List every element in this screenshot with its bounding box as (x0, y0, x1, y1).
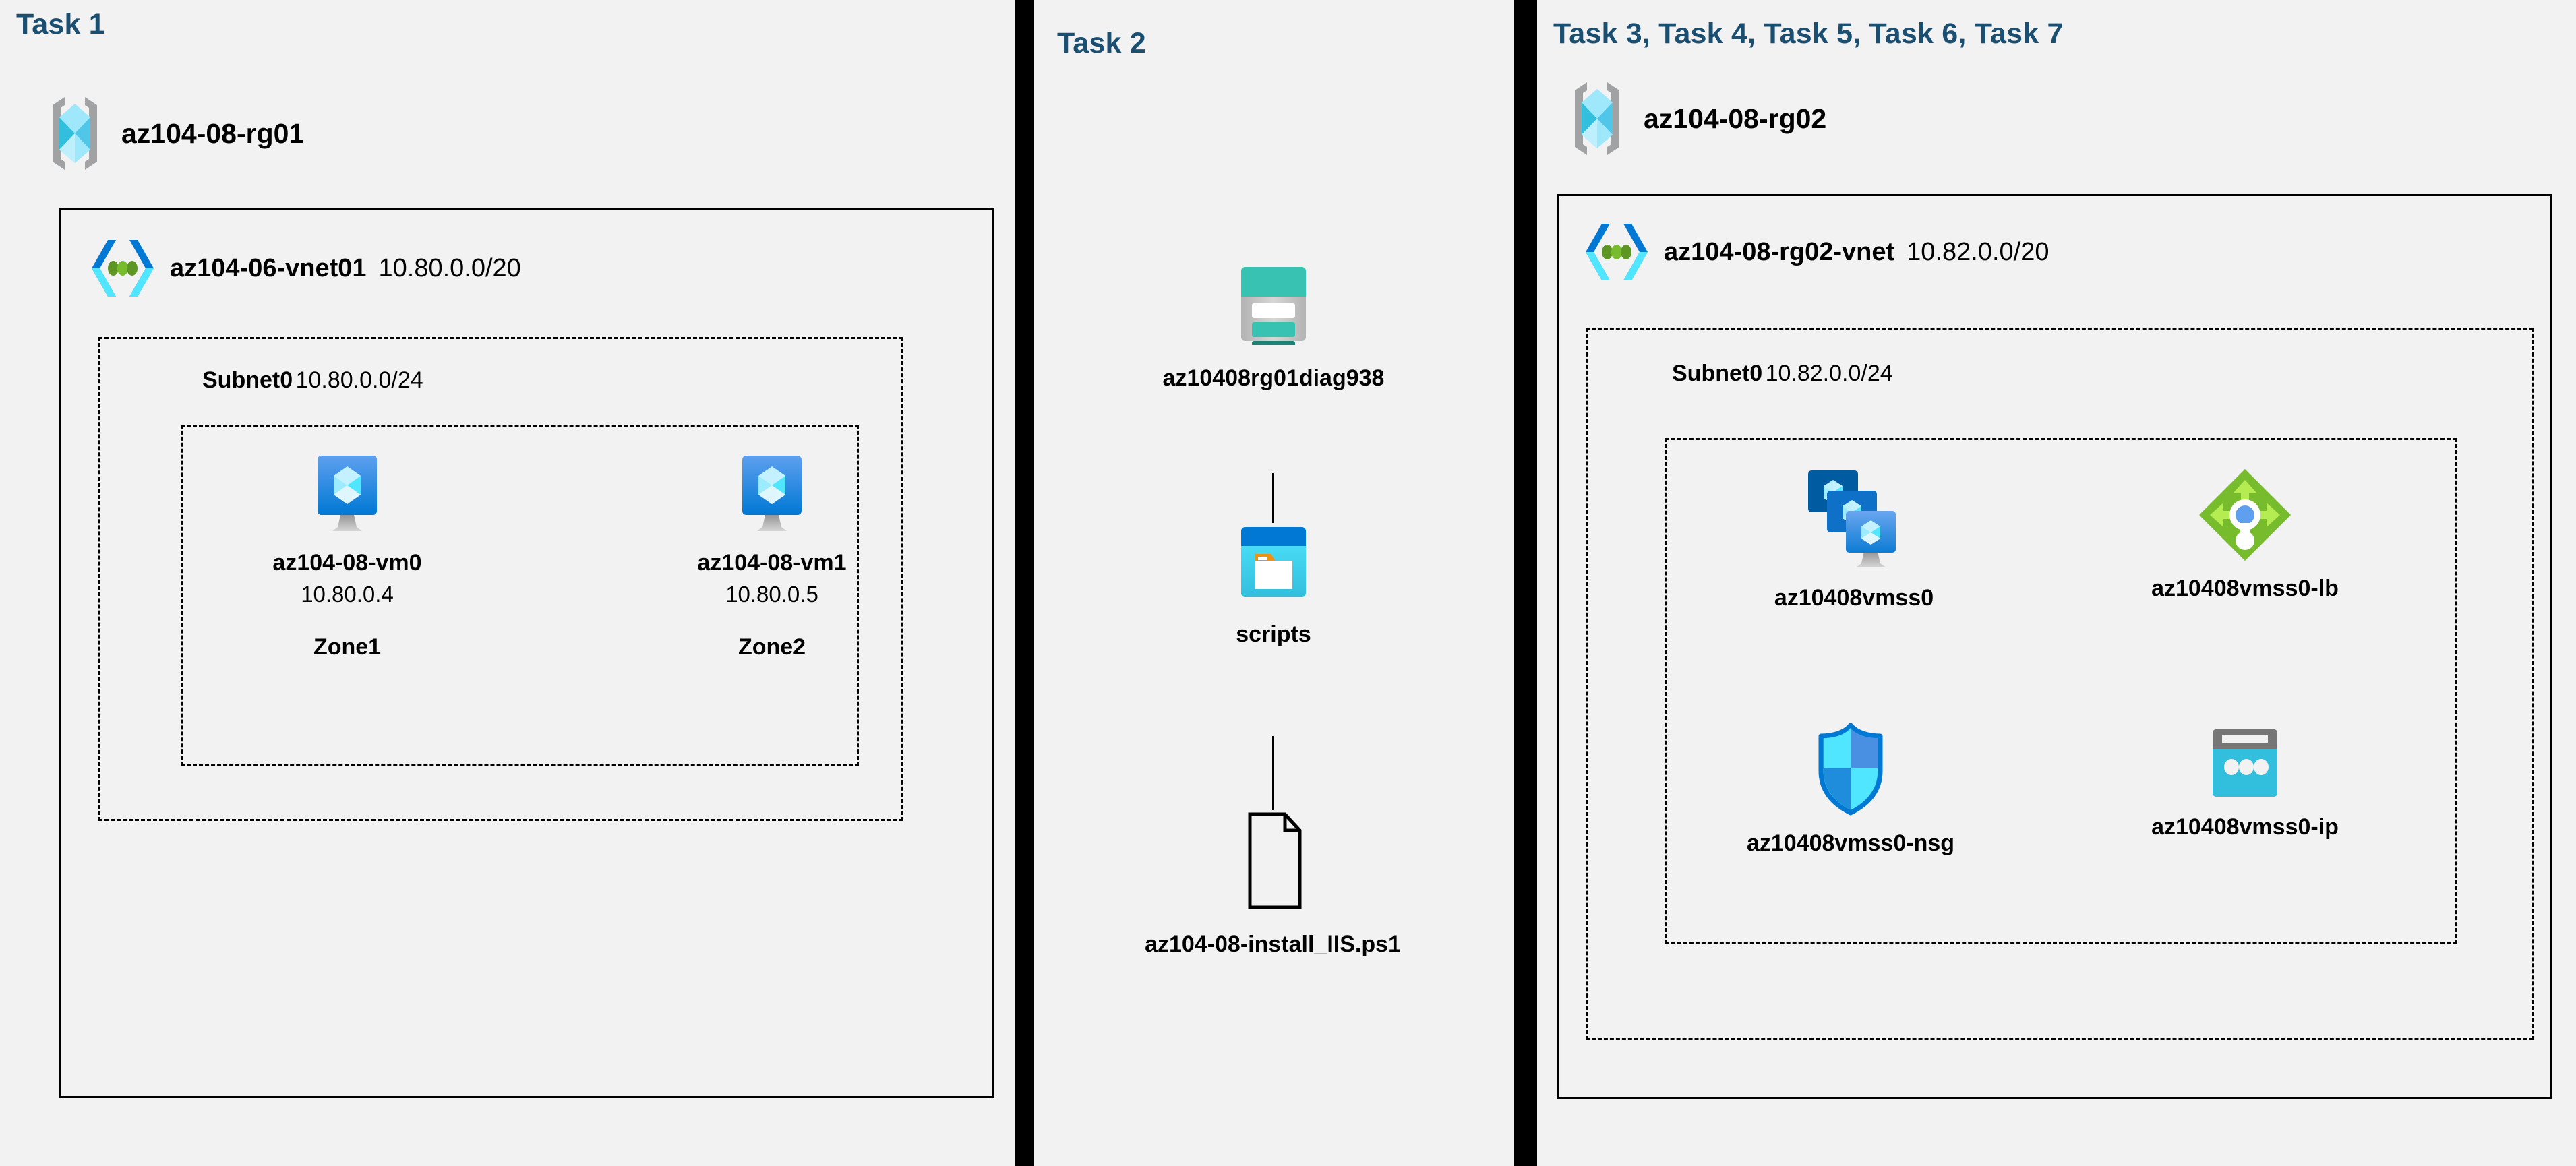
vm-scale-set-icon (1801, 465, 1907, 574)
network-security-group-icon (1811, 721, 1890, 817)
resource-group-box (1665, 438, 2457, 944)
virtual-machine-icon (734, 453, 810, 535)
panel-task-2: Task 2 az10408rg01diag938 (1034, 0, 1514, 1166)
vm-group-box (181, 425, 859, 766)
public-ip-address-icon (2207, 725, 2283, 801)
public-ip-label: az10408vmss0-ip (2151, 814, 2339, 840)
panel-divider-2 (1514, 0, 1537, 1166)
vmss-node-az10408vmss0: az10408vmss0 (1726, 465, 1982, 611)
script-file-node: az104-08-install_IIS.ps1 (1060, 810, 1485, 958)
vnet-cidr-label: 10.82.0.0/20 (1907, 237, 2049, 266)
storage-account-label: az10408rg01diag938 (1162, 365, 1385, 391)
vnet-cidr-label: 10.80.0.0/20 (378, 253, 521, 282)
virtual-network-icon (1582, 220, 1652, 284)
subnet-name-label: Subnet0 (202, 367, 293, 393)
resource-group-az104-08-rg01: az104-08-rg01 (43, 94, 304, 173)
vnet-boundary-box (1557, 194, 2552, 1099)
virtual-machine-icon (309, 453, 385, 535)
public-ip-node: az10408vmss0-ip (2114, 725, 2376, 840)
storage-account-node: az10408rg01diag938 (1139, 263, 1408, 392)
virtual-network-icon (88, 236, 158, 301)
task-3-to-7-heading: Task 3, Task 4, Task 5, Task 6, Task 7 (1553, 18, 2064, 50)
vm-node-az104-08-vm1: az104-08-vm1 10.80.0.5 Zone2 (688, 453, 856, 661)
subnet-boundary-box (98, 337, 903, 821)
blob-container-label: scripts (1236, 621, 1311, 647)
resource-group-az104-08-rg02: az104-08-rg02 (1565, 80, 1826, 158)
subnet-title: Subnet0 10.82.0.0/24 (1672, 361, 1893, 387)
subnet-cidr-label: 10.80.0.0/24 (295, 367, 423, 393)
vm-zone-label: Zone1 (313, 634, 382, 660)
script-file-icon (1238, 810, 1308, 911)
script-file-label: az104-08-install_IIS.ps1 (1145, 931, 1401, 957)
task-1-heading: Task 1 (16, 8, 105, 40)
vnet-az104-08-rg02-vnet: az104-08-rg02-vnet 10.82.0.0/20 (1582, 220, 2049, 284)
load-balancer-icon (2195, 465, 2295, 565)
vm-name-label: az104-08-vm1 (697, 550, 847, 576)
subnet-cidr-label: 10.82.0.0/24 (1765, 361, 1893, 386)
nsg-label: az10408vmss0-nsg (1746, 830, 1955, 856)
vnet-name-label: az104-08-rg02-vnet (1664, 237, 1895, 266)
vm-ip-label: 10.80.0.4 (301, 582, 394, 607)
blob-container-node: scripts (1139, 523, 1408, 648)
vm-ip-label: 10.80.0.5 (725, 582, 818, 607)
vm-zone-label: Zone2 (738, 634, 806, 660)
vnet-name-label: az104-06-vnet01 (170, 253, 367, 282)
subnet-name-label: Subnet0 (1672, 361, 1763, 386)
load-balancer-node: az10408vmss0-lb (2103, 465, 2387, 602)
nsg-node: az10408vmss0-nsg (1716, 721, 1985, 857)
connector-container-to-file (1272, 736, 1274, 810)
panel-task-3-to-7: Task 3, Task 4, Task 5, Task 6, Task 7 a… (1537, 0, 2576, 1166)
resource-group-icon (43, 94, 107, 173)
blob-container-icon (1236, 523, 1311, 603)
subnet-boundary-box (1586, 328, 2534, 1040)
vm-name-label: az104-08-vm0 (272, 550, 422, 576)
load-balancer-label: az10408vmss0-lb (2151, 576, 2339, 601)
storage-account-icon (1236, 263, 1311, 345)
vnet-boundary-box (59, 208, 994, 1098)
panel-task-1: Task 1 az104-08-rg01 (0, 0, 1015, 1166)
resource-group-label: az104-08-rg01 (121, 117, 305, 149)
resource-group-icon (1565, 80, 1629, 158)
vnet-az104-06-vnet01: az104-06-vnet01 10.80.0.0/20 (88, 236, 521, 301)
vmss-label: az10408vmss0 (1774, 585, 1934, 611)
subnet-title: Subnet0 10.80.0.0/24 (202, 367, 423, 394)
resource-group-label: az104-08-rg02 (1644, 102, 1827, 134)
connector-storage-to-container (1272, 473, 1274, 523)
task-2-heading: Task 2 (1057, 27, 1146, 59)
vm-node-az104-08-vm0: az104-08-vm0 10.80.0.4 Zone1 (263, 453, 431, 661)
panel-divider-1 (1015, 0, 1034, 1166)
